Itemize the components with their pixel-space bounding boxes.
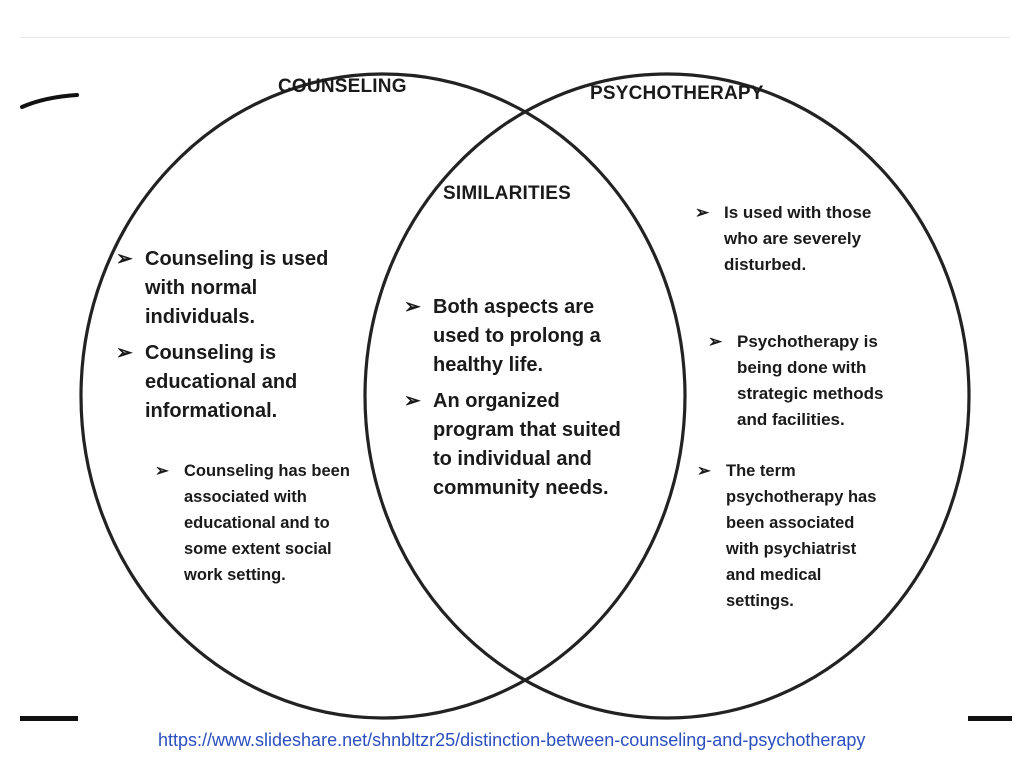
list-item: ➢ Counseling is used with normal individ… xyxy=(116,245,348,332)
slide-top-rule xyxy=(20,37,1010,38)
psychotherapy-circle xyxy=(363,72,971,720)
arrow-bullet-icon: ➢ xyxy=(697,462,711,480)
list-item: ➢ Counseling has been associated with ed… xyxy=(155,458,355,588)
counseling-circle xyxy=(79,72,687,720)
list-item: ➢ Counseling is educational and informat… xyxy=(116,339,348,426)
arrow-bullet-icon: ➢ xyxy=(155,462,169,480)
arrow-bullet-icon: ➢ xyxy=(116,342,133,364)
psychotherapy-point-1: Is used with those who are severely dist… xyxy=(724,203,872,274)
bottom-rule-left xyxy=(20,716,78,721)
arrow-bullet-icon: ➢ xyxy=(116,248,133,270)
source-link[interactable]: https://www.slideshare.net/shnbltzr25/di… xyxy=(158,730,866,750)
counseling-heading: COUNSELING xyxy=(278,76,407,97)
psychotherapy-point-3: The term psychotherapy has been associat… xyxy=(726,462,877,610)
list-item: ➢ Is used with those who are severely di… xyxy=(695,200,890,278)
arrow-bullet-icon: ➢ xyxy=(708,332,723,351)
list-item: ➢ Psychotherapy is being done with strat… xyxy=(708,329,908,433)
similarity-point-2: An organized program that suited to indi… xyxy=(433,390,621,499)
arrow-bullet-icon: ➢ xyxy=(404,296,421,318)
corner-stroke xyxy=(20,93,79,109)
similarity-point-1: Both aspects are used to prolong a healt… xyxy=(433,296,601,376)
arrow-bullet-icon: ➢ xyxy=(695,203,710,222)
psychotherapy-point-2: Psychotherapy is being done with strateg… xyxy=(737,332,884,429)
counseling-extra-list: ➢ Counseling has been associated with ed… xyxy=(155,458,355,588)
similarities-heading: SIMILARITIES xyxy=(443,183,572,204)
list-item: ➢ An organized program that suited to in… xyxy=(404,387,629,503)
psychotherapy-point-2-block: ➢ Psychotherapy is being done with strat… xyxy=(708,329,908,433)
counseling-point-2: Counseling is educational and informatio… xyxy=(145,342,298,422)
psychotherapy-point-3-block: ➢ The term psychotherapy has been associ… xyxy=(697,458,887,614)
similarities-list: ➢ Both aspects are used to prolong a hea… xyxy=(404,293,629,503)
psychotherapy-point-1-block: ➢ Is used with those who are severely di… xyxy=(695,200,890,278)
arrow-bullet-icon: ➢ xyxy=(404,390,421,412)
psychotherapy-heading: PSYCHOTHERAPY xyxy=(590,83,764,104)
counseling-main-list: ➢ Counseling is used with normal individ… xyxy=(116,245,348,426)
counseling-point-1: Counseling is used with normal individua… xyxy=(145,248,329,328)
counseling-point-3: Counseling has been associated with educ… xyxy=(184,462,350,584)
list-item: ➢ The term psychotherapy has been associ… xyxy=(697,458,887,614)
bottom-rule-right xyxy=(968,716,1012,721)
list-item: ➢ Both aspects are used to prolong a hea… xyxy=(404,293,629,380)
